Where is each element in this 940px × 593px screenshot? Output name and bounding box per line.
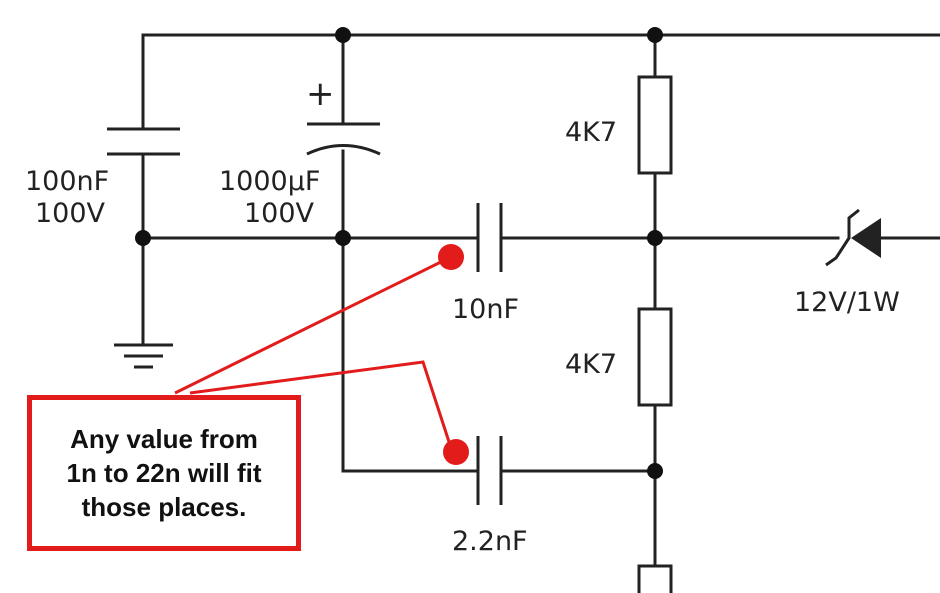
resistor-r1-symbol [637, 75, 673, 175]
c2-polarity-label: + [306, 74, 335, 114]
note-line-2: 1n to 22n will fit [66, 458, 262, 488]
c2-value-label: 1000µF [219, 166, 320, 197]
c3-value-label: 10nF [452, 294, 519, 325]
resistor-r2-symbol [637, 307, 673, 407]
junction-dots [135, 27, 663, 479]
r1-value-label: 4K7 [565, 117, 617, 148]
junction-dot-lower-right [647, 463, 663, 479]
pointer-to-c3 [174, 255, 452, 395]
marker-dot-c4 [443, 439, 469, 465]
annotation-note-text: Any value from 1n to 22n will fit those … [66, 422, 261, 524]
ground-icon [114, 343, 173, 369]
r2-value-label: 4K7 [565, 349, 617, 380]
zener-triangle [851, 218, 881, 258]
junction-dot-mid-right [647, 230, 663, 246]
c1-value-label: 100nF [25, 166, 109, 197]
c2-plate-curved [306, 144, 381, 156]
zener-value-label: 12V/1W [794, 287, 900, 318]
annotation-note-box: Any value from 1n to 22n will fit those … [27, 395, 301, 551]
capacitor-c2-symbol [306, 122, 381, 156]
junction-dot-mid-c1 [135, 230, 151, 246]
junction-dot-top-c2 [335, 27, 351, 43]
c4-value-label: 2.2nF [452, 526, 528, 557]
junction-dot-top-r1 [647, 27, 663, 43]
note-line-3: those places. [81, 492, 247, 522]
zener-bar [825, 208, 860, 267]
c2-voltage-label: 100V [244, 198, 315, 229]
capacitor-c4-symbol [476, 436, 503, 505]
junction-dot-mid-c2 [335, 230, 351, 246]
c1-voltage-label: 100V [35, 198, 106, 229]
note-line-1: Any value from [70, 424, 258, 454]
capacitor-c3-symbol [476, 203, 503, 272]
capacitor-c1-symbol [107, 127, 180, 156]
pointer-to-c4 [189, 360, 453, 449]
zener-diode-symbol [825, 208, 881, 267]
annotation-pointers [174, 255, 453, 449]
annotation-markers [438, 244, 469, 465]
resistor-r3-partial-symbol [637, 564, 673, 593]
marker-dot-c3 [438, 244, 464, 270]
